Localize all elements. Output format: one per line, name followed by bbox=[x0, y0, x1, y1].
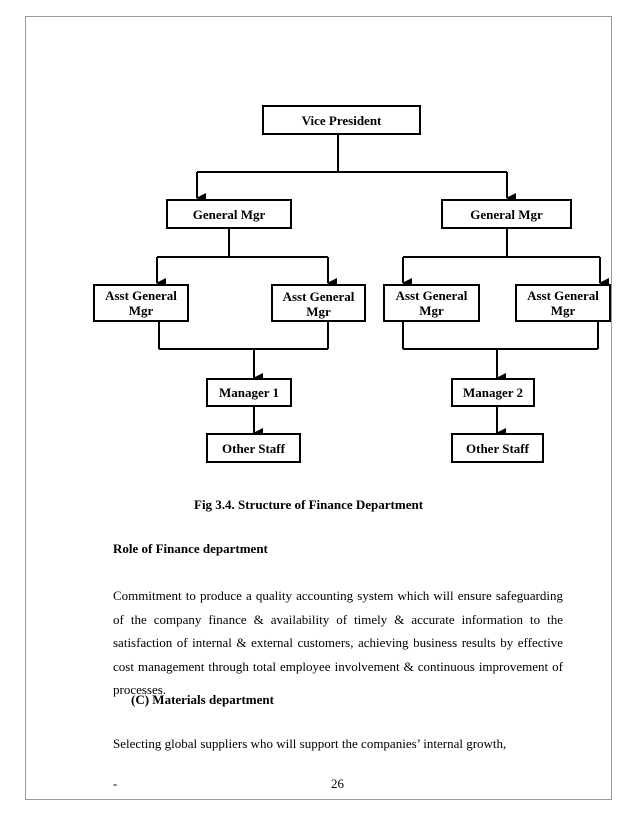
section-heading: Role of Finance department bbox=[113, 541, 268, 556]
node-label-line1: Asst General bbox=[395, 288, 468, 303]
node-asst-general-mgr-3: Asst General Mgr bbox=[383, 284, 480, 322]
node-label-line2: Mgr bbox=[419, 303, 444, 318]
node-label: Manager 2 bbox=[462, 385, 524, 400]
node-manager-1: Manager 1 bbox=[206, 378, 292, 407]
node-label-line1: Asst General bbox=[105, 288, 177, 303]
node-vice-president: Vice President bbox=[262, 105, 421, 135]
body-paragraph-2: Selecting global suppliers who will supp… bbox=[113, 736, 507, 751]
node-label: Other Staff bbox=[466, 440, 529, 456]
subsection-heading: (C) Materials department bbox=[131, 692, 274, 707]
node-asst-general-mgr-2: Asst General Mgr bbox=[271, 284, 366, 322]
page-border bbox=[25, 16, 612, 800]
node-label: General Mgr bbox=[470, 206, 543, 222]
node-label-line2: Mgr bbox=[306, 304, 331, 319]
footer-dash: - bbox=[113, 776, 118, 791]
node-label: Vice President bbox=[301, 112, 382, 128]
node-asst-general-mgr-1: Asst General Mgr bbox=[93, 284, 189, 322]
node-label-line1: Asst General bbox=[282, 289, 355, 304]
figure-caption: Fig 3.4. Structure of Finance Department bbox=[194, 497, 424, 512]
node-label-line1: Asst General bbox=[527, 288, 599, 303]
node-other-staff-2: Other Staff bbox=[451, 433, 544, 463]
node-general-mgr-right: General Mgr bbox=[441, 199, 572, 229]
node-label: General Mgr bbox=[192, 206, 266, 222]
node-asst-general-mgr-4: Asst General Mgr bbox=[515, 284, 611, 322]
node-manager-2: Manager 2 bbox=[451, 378, 535, 407]
node-general-mgr-left: General Mgr bbox=[166, 199, 292, 229]
node-other-staff-1: Other Staff bbox=[206, 433, 301, 463]
node-label: Other Staff bbox=[222, 440, 285, 456]
node-label: Manager 1 bbox=[218, 385, 280, 400]
node-label-line2: Mgr bbox=[550, 303, 576, 318]
page-number: 26 bbox=[331, 776, 344, 791]
body-paragraph: Commitment to produce a quality accounti… bbox=[113, 588, 563, 697]
node-label-line2: Mgr bbox=[128, 303, 154, 318]
